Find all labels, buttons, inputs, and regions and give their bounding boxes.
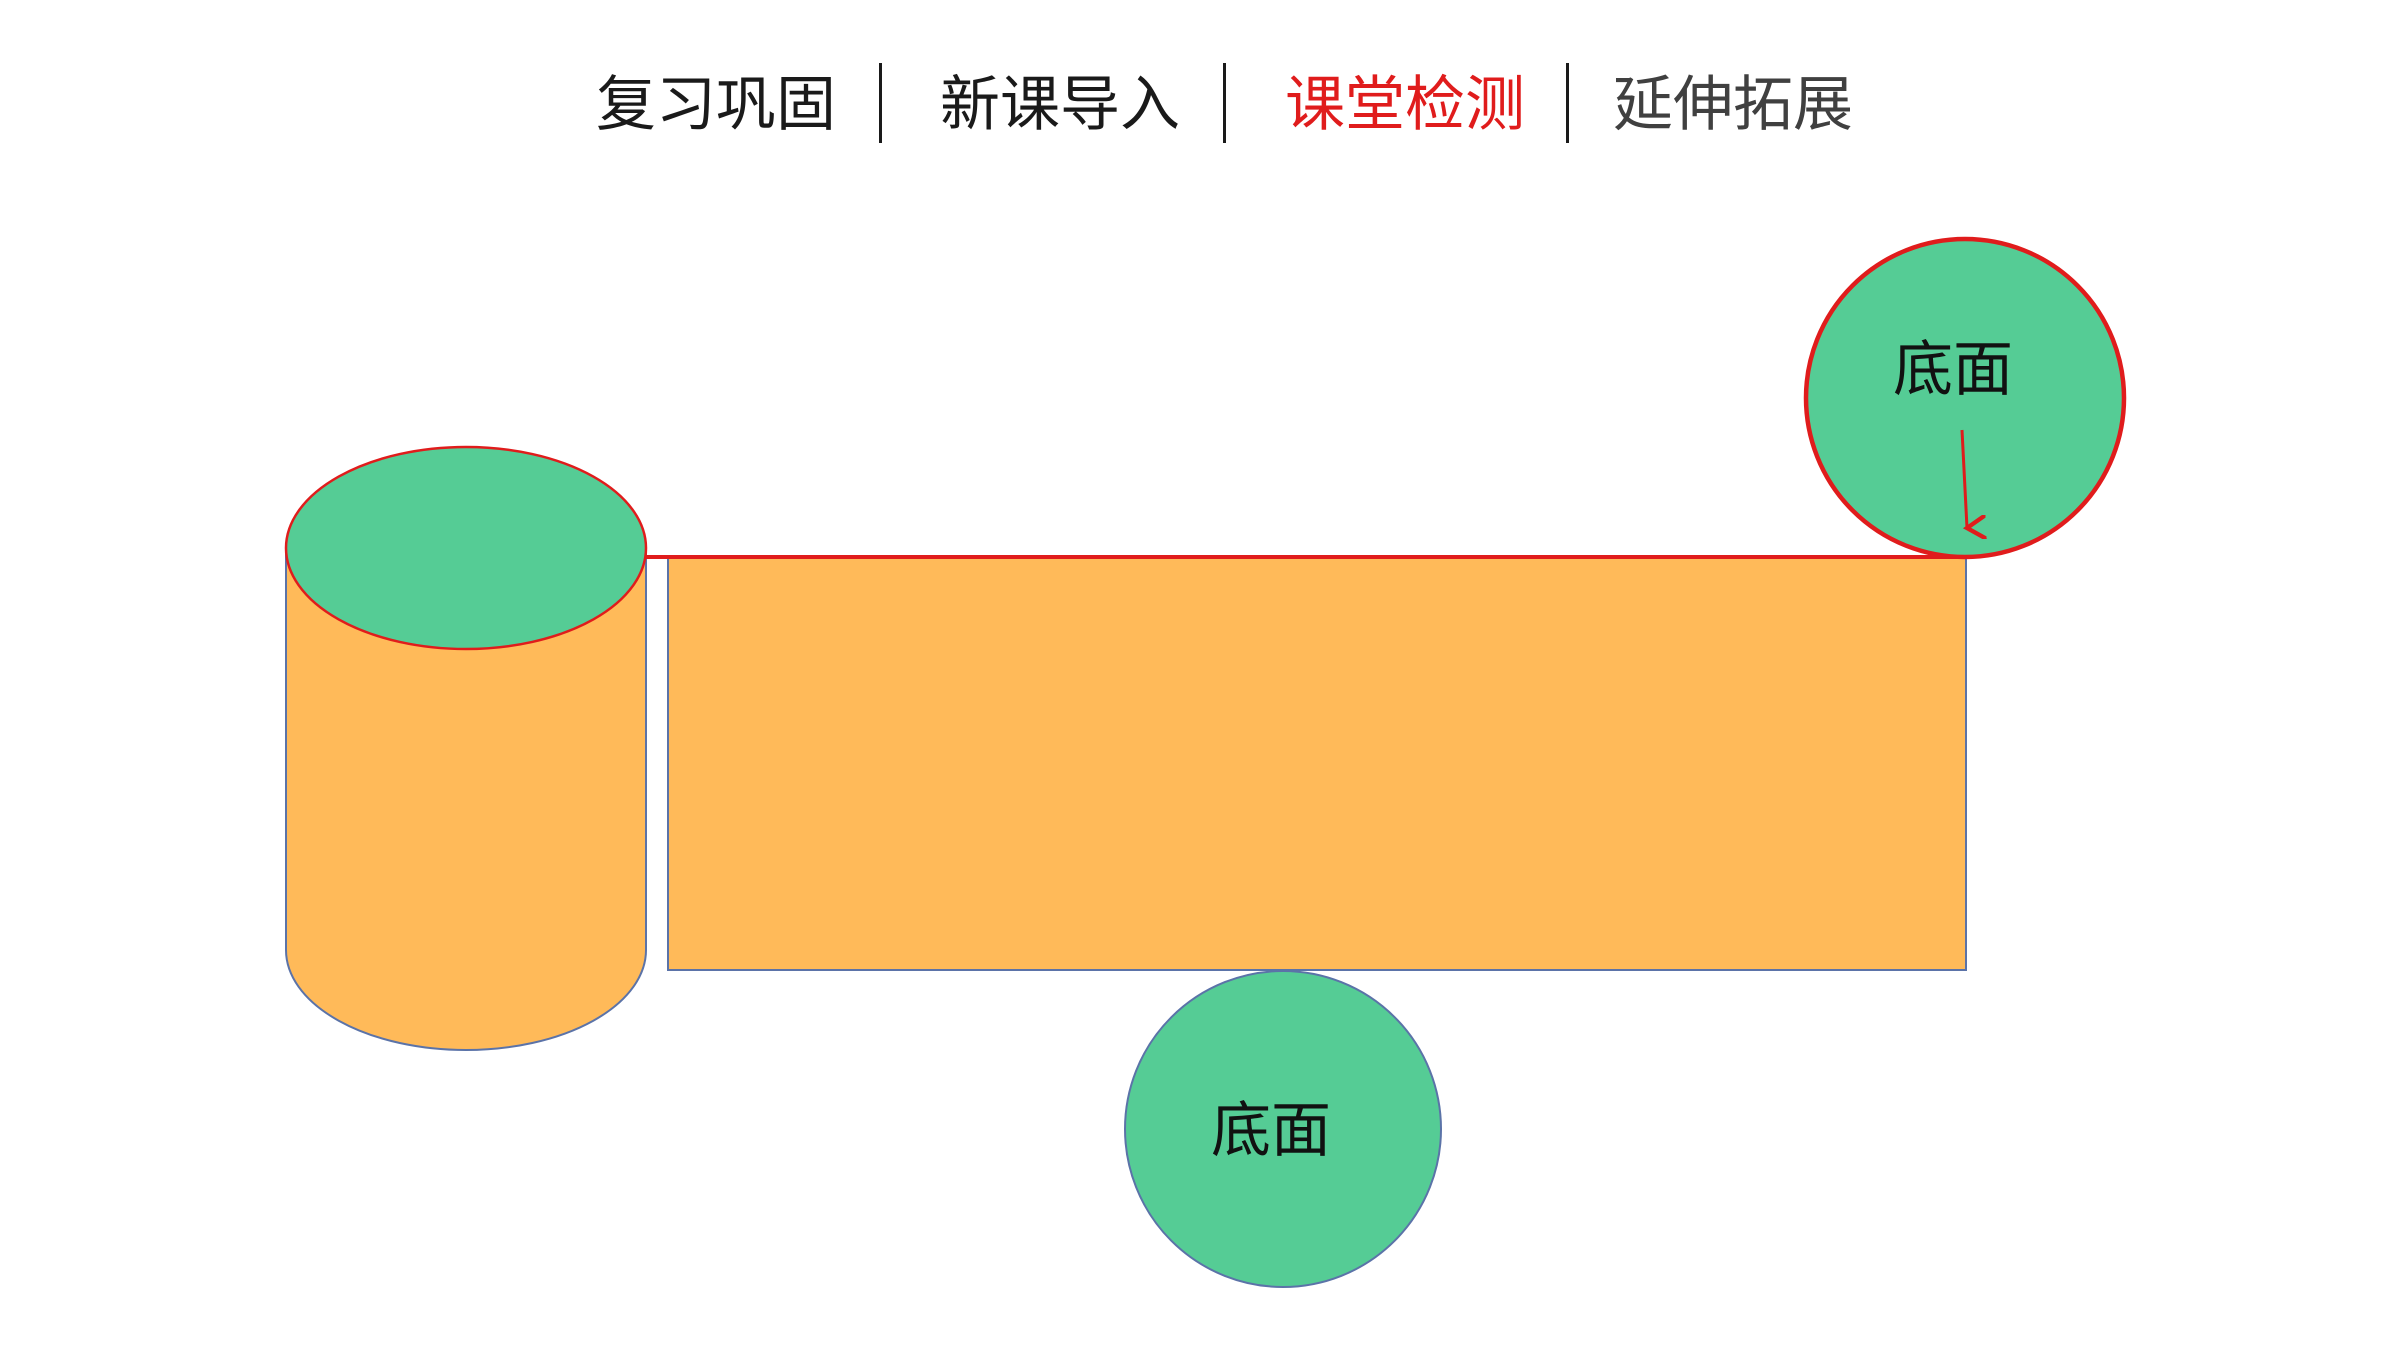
- top-base-circle: [1803, 236, 2127, 560]
- cylinder-top-face: [284, 445, 648, 651]
- nav-divider: [1566, 63, 1569, 143]
- down-arrow-icon: [1960, 429, 1967, 528]
- bottom-base-circle: [1124, 970, 1442, 1288]
- tab-review[interactable]: 复习巩固: [596, 70, 836, 140]
- cylinder-body: [285, 544, 647, 1051]
- lateral-surface-rectangle: [667, 556, 1967, 971]
- top-navigation: 复习巩固 新课导入 课堂检测 延伸拓展: [0, 55, 2400, 150]
- nav-divider: [1223, 63, 1226, 143]
- nav-divider: [879, 63, 882, 143]
- bottom-circle-label: 底面: [1211, 1096, 1331, 1166]
- tab-new-lesson[interactable]: 新课导入: [940, 70, 1180, 140]
- tab-extension[interactable]: 延伸拓展: [1613, 70, 1853, 140]
- top-circle-label: 底面: [1893, 335, 2013, 405]
- tab-class-test[interactable]: 课堂检测: [1285, 70, 1525, 140]
